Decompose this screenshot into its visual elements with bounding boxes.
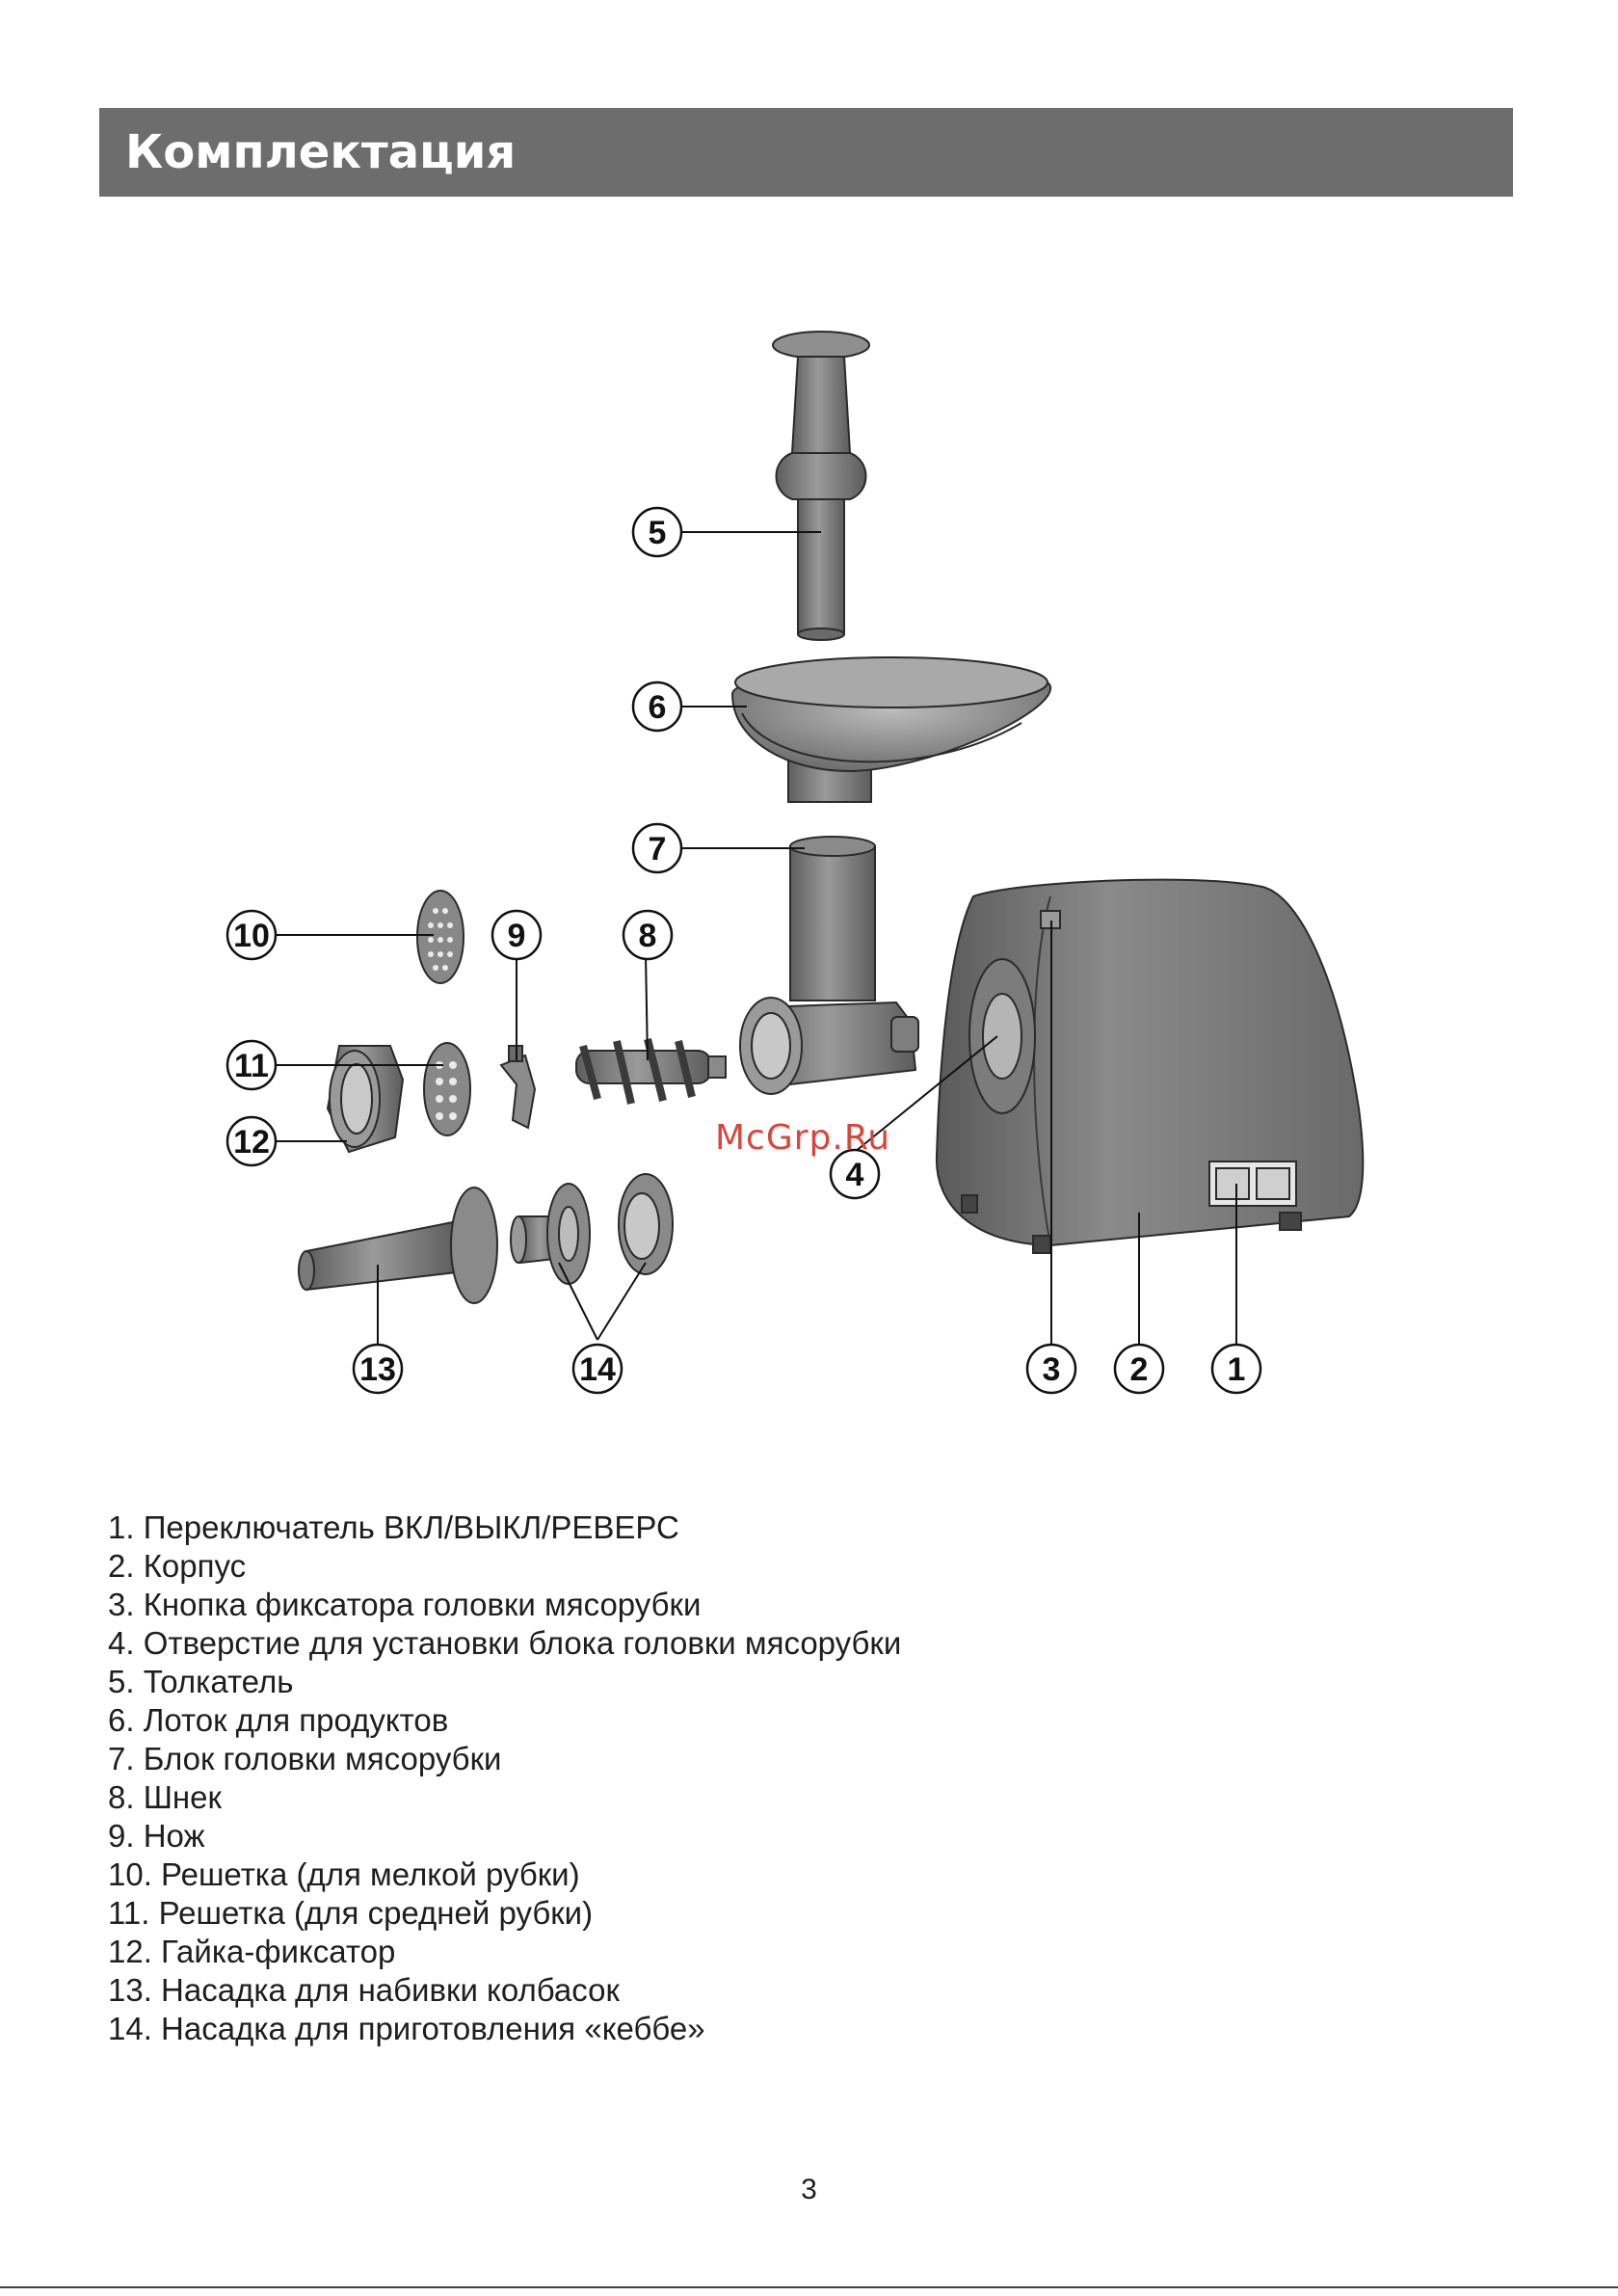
- sausage-attachment: [298, 1187, 498, 1304]
- parts-list-item: 8. Шнек: [108, 1779, 222, 1815]
- parts-list-item: 2. Корпус: [108, 1548, 247, 1584]
- parts-list-item: 3. Кнопка фиксатора головки мясорубки: [108, 1587, 702, 1622]
- food-tray: [730, 656, 1052, 803]
- parts-list-item: 12. Гайка-фиксатор: [108, 1934, 396, 1969]
- callout-4: 4: [829, 1148, 881, 1200]
- parts-list-item: 7. Блок головки мясорубки: [108, 1741, 502, 1776]
- knife: [499, 1045, 537, 1130]
- svg-text:7: 7: [649, 831, 667, 868]
- parts-list-item: 10. Решетка (для мелкой рубки): [108, 1856, 580, 1892]
- auger: [575, 1038, 727, 1105]
- fine-plate: [416, 890, 464, 984]
- parts-list-item: 14. Насадка для приготовления «кеббе»: [108, 2011, 705, 2046]
- callout-8: 8: [622, 909, 674, 961]
- grinder-head: [739, 836, 919, 1095]
- motor-housing: [935, 878, 1365, 1254]
- parts-list-item: 1. Переключатель ВКЛ/ВЫКЛ/РЕВЕРС: [108, 1509, 679, 1545]
- svg-text:2: 2: [1130, 1351, 1149, 1388]
- svg-text:12: 12: [233, 1124, 270, 1161]
- ring-nut: [326, 1045, 405, 1154]
- svg-text:1: 1: [1228, 1351, 1246, 1388]
- callout-5: 5: [631, 506, 683, 558]
- svg-text:8: 8: [639, 918, 657, 954]
- callout-10: 10: [225, 909, 278, 961]
- kebbe-attachment: [510, 1173, 674, 1285]
- parts-list-item: 13. Насадка для набивки колбасок: [108, 1972, 620, 2008]
- medium-plate: [423, 1042, 471, 1136]
- parts-list-item: 11. Решетка (для средней рубки): [108, 1895, 594, 1931]
- pusher: [772, 331, 870, 641]
- callout-1: 1: [1210, 1343, 1262, 1395]
- svg-text:9: 9: [508, 918, 526, 954]
- page-number: 3: [801, 2174, 817, 2205]
- parts-list-item: 6. Лоток для продуктов: [108, 1702, 449, 1738]
- callout-14: 14: [571, 1343, 623, 1395]
- callout-7: 7: [631, 822, 683, 874]
- meat-grinder-diagram: 5 6 7 8 9 10 11 12 4 13 14 3 2 1: [225, 331, 1365, 1395]
- parts-list-item: 9. Нож: [108, 1818, 205, 1854]
- svg-text:4: 4: [846, 1157, 864, 1193]
- callout-13: 13: [352, 1343, 404, 1395]
- callout-11: 11: [225, 1039, 278, 1091]
- callout-3: 3: [1025, 1343, 1077, 1395]
- svg-text:5: 5: [649, 515, 667, 551]
- svg-text:14: 14: [579, 1351, 616, 1388]
- parts-list-item: 5. Толкатель: [108, 1664, 294, 1699]
- callout-2: 2: [1113, 1343, 1165, 1395]
- bottom-rule: [0, 2286, 1618, 2288]
- callout-12: 12: [225, 1115, 278, 1167]
- parts-list: 1. Переключатель ВКЛ/ВЫКЛ/РЕВЕРС 2. Корп…: [108, 1508, 901, 2048]
- svg-text:10: 10: [233, 918, 270, 954]
- section-title: Комплектация: [125, 125, 517, 179]
- leader-lines: [275, 531, 1237, 1369]
- callout-6: 6: [631, 681, 683, 733]
- svg-text:3: 3: [1043, 1351, 1061, 1388]
- svg-text:11: 11: [234, 1048, 269, 1084]
- svg-text:6: 6: [649, 689, 667, 726]
- svg-text:13: 13: [359, 1351, 396, 1388]
- parts-list-item: 4. Отверстие для установки блока головки…: [108, 1625, 902, 1661]
- section-header: Комплектация: [99, 108, 1513, 197]
- callout-9: 9: [491, 909, 543, 961]
- watermark: McGrp.Ru: [715, 1118, 891, 1158]
